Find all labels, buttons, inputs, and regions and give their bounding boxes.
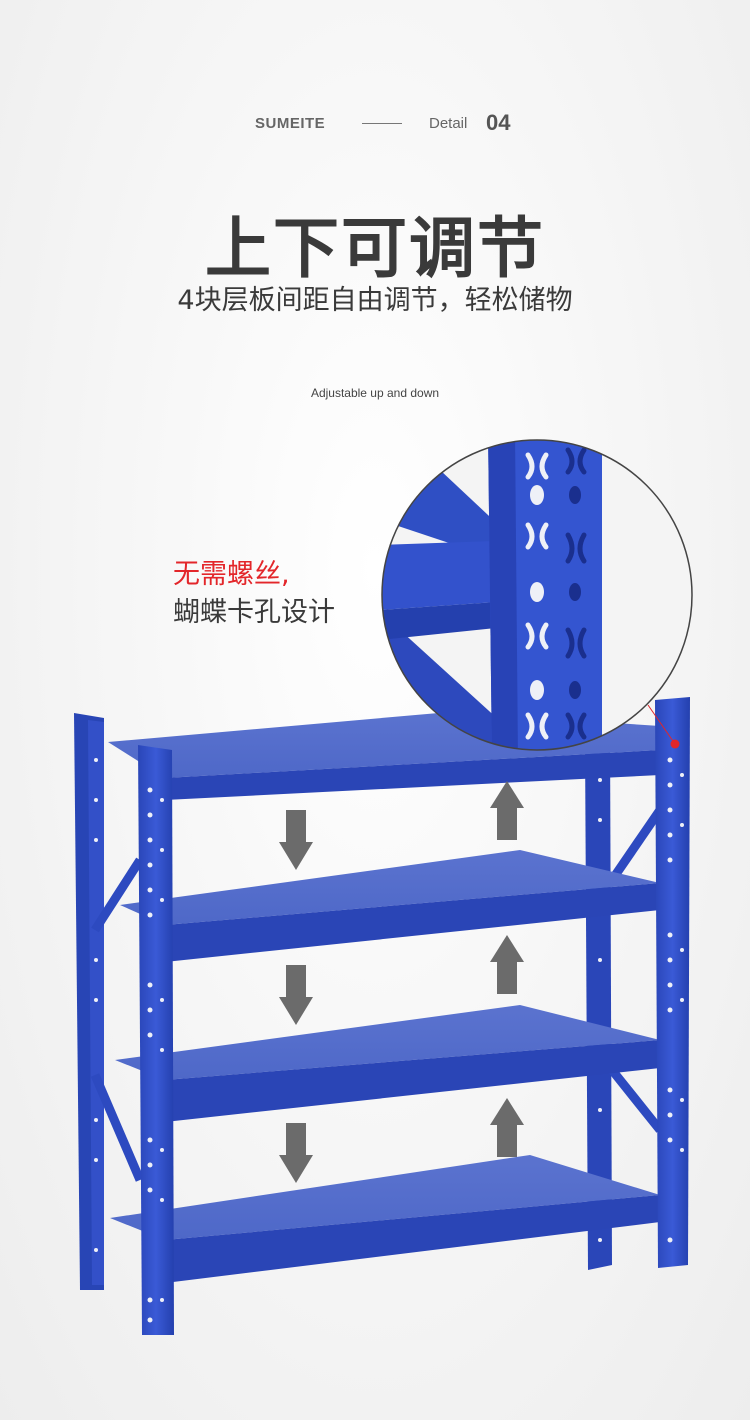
arrow-down-icon	[279, 810, 313, 870]
rack-back-uprights	[74, 713, 612, 1290]
page-title: 上下可调节	[205, 210, 545, 287]
detail-number: 04	[486, 110, 511, 135]
note-line-2: 蝴蝶卡孔设计	[173, 597, 335, 628]
feature-note: 无需螺丝, 蝴蝶卡孔设计	[173, 556, 335, 632]
zoom-pointer-line	[647, 704, 676, 745]
upright-holes-left	[147, 787, 164, 1323]
upright-holes-right	[667, 757, 684, 1243]
arrow-up-icon	[490, 935, 524, 994]
rack-shelves	[108, 712, 660, 1283]
rack-front-uprights	[138, 697, 690, 1335]
page-subtitle: 4块层板间距自由调节，轻松储物	[177, 285, 573, 316]
english-caption: Adjustable up and down	[310, 386, 440, 400]
brand-name: SUMEITE	[255, 115, 326, 132]
detail-header: SUMEITE Detail 04	[0, 110, 750, 140]
note-line-1: 无需螺丝,	[173, 559, 290, 590]
header-divider	[362, 123, 402, 124]
arrow-up-icon	[490, 1098, 524, 1157]
detail-label: Detail	[429, 115, 468, 132]
arrow-down-icon	[279, 1123, 313, 1183]
upright-holes-back	[94, 758, 602, 1252]
arrow-up-icon	[490, 781, 524, 840]
arrow-down-icon	[279, 965, 313, 1025]
rack-braces	[90, 807, 664, 1182]
